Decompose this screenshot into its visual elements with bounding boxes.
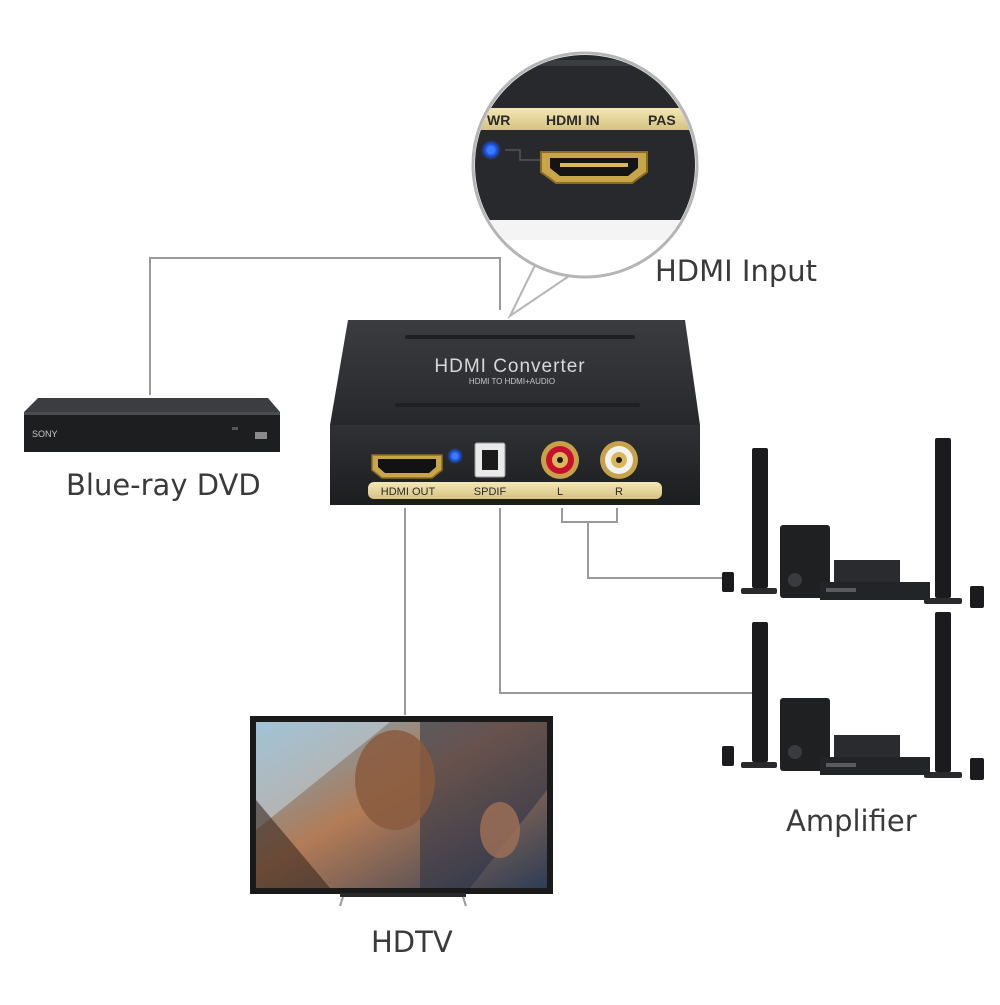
label-hdmi-input: HDMI Input (655, 254, 818, 288)
zoom-callout: WR HDMI IN PAS (471, 51, 699, 319)
label-hdtv: HDTV (371, 925, 453, 959)
port-label-hdmi-out: HDMI OUT (381, 486, 436, 498)
cable-bluray-to-converter (149, 257, 501, 395)
label-bluray-dvd: Blue-ray DVD (66, 468, 261, 502)
speaker-system-bottom (722, 612, 984, 780)
port-label-spdif: SPDIF (474, 486, 507, 498)
cable-rca-bracket (561, 508, 618, 523)
cable-spdif-to-amplifier (499, 508, 755, 694)
bluray-brand: SONY (32, 429, 58, 439)
hdtv (250, 716, 553, 907)
callout-pass-label: PAS (648, 112, 676, 128)
converter-subtitle: HDMI TO HDMI+AUDIO (469, 377, 555, 386)
bluray-player: SONY (24, 398, 280, 452)
port-label-r: R (615, 486, 623, 498)
rca-right-port (600, 441, 638, 479)
hdmi-out-port (371, 454, 443, 479)
port-label-l: L (557, 486, 563, 498)
cables (149, 257, 755, 715)
label-amplifier: Amplifier (786, 804, 917, 838)
callout-pwr-label: WR (487, 112, 510, 128)
callout-gold-strip (475, 108, 695, 130)
cable-rca-to-amplifier (587, 522, 730, 579)
spdif-port (474, 442, 506, 478)
converter-title: HDMI Converter (434, 356, 585, 377)
callout-hdmi-in-label: HDMI IN (546, 112, 600, 128)
speaker-system-top (722, 438, 984, 608)
converter-gold-strip (368, 482, 662, 499)
rca-left-port (541, 441, 579, 479)
hdmi-converter: HDMI Converter HDMI TO HDMI+AUDIO HDMI O… (330, 320, 700, 505)
callout-hdmi-in-port (540, 151, 648, 184)
